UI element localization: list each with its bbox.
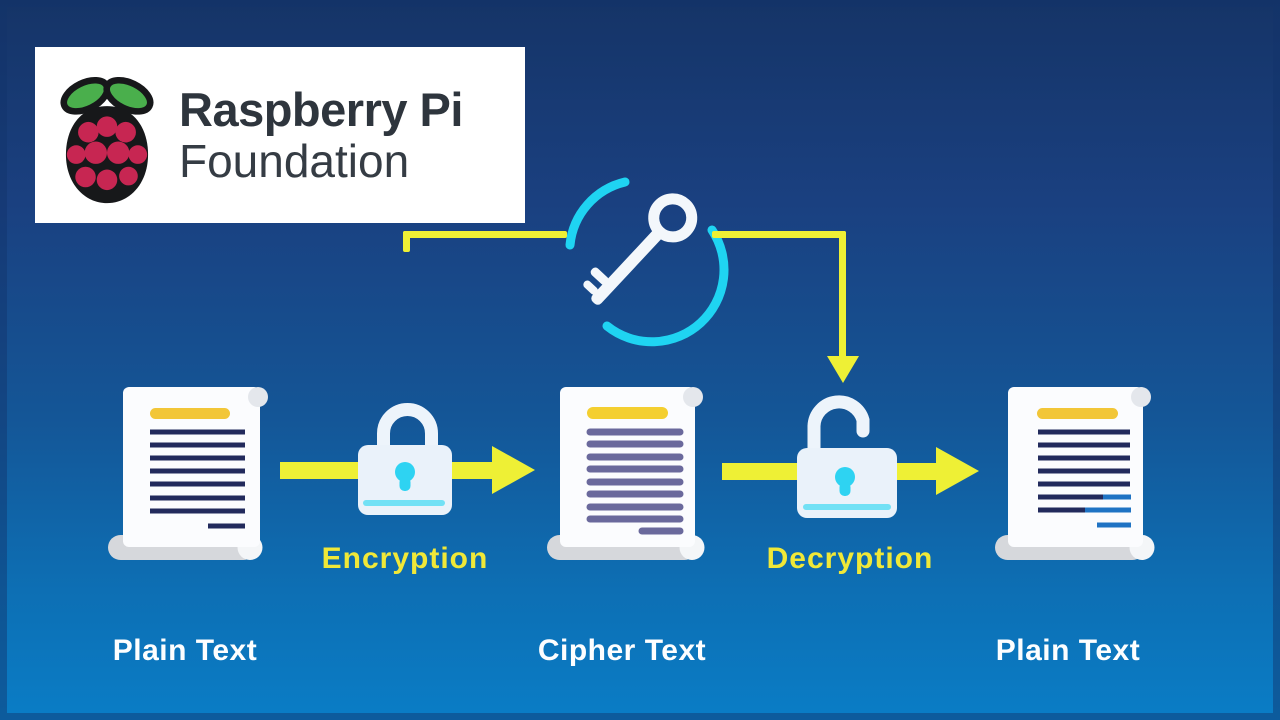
- raspberry-pi-logo-icon: [60, 76, 154, 204]
- raspberry-berry: [65, 106, 149, 204]
- lock-keyhole: [395, 462, 415, 491]
- logo-subtitle: Foundation: [179, 134, 410, 187]
- logo-text-block: Raspberry Pi Foundation: [179, 84, 463, 186]
- cipher-text-document-icon: [547, 387, 705, 560]
- key-connector-right-vertical: [839, 231, 846, 358]
- encryption-key-icon: [565, 177, 729, 347]
- caption-plain-text-right: Plain Text: [995, 634, 1141, 667]
- key-connector-right-line: [712, 231, 846, 238]
- key-arc-bottom-right: [602, 225, 729, 347]
- raspberry-pi-foundation-logo-card: Raspberry Pi Foundation: [35, 47, 525, 223]
- lock-shackle-closed: [377, 403, 438, 451]
- lock-shackle-open: [807, 395, 870, 461]
- caption-cipher-text: Cipher Text: [537, 634, 707, 667]
- decryption-arrow-head: [936, 447, 979, 495]
- caption-plain-text-left: Plain Text: [112, 634, 258, 667]
- encryption-label: Encryption: [321, 542, 489, 575]
- plain-text-document-icon: [108, 387, 268, 560]
- lock-keyhole: [835, 467, 855, 496]
- raspberry-leaves: [60, 76, 154, 115]
- decryption-label: Decryption: [766, 542, 934, 575]
- key-to-decryption-arrowhead: [827, 356, 859, 383]
- encryption-arrow-head: [492, 446, 535, 494]
- key-arc-top-left: [565, 177, 630, 250]
- key-glyph: [583, 193, 698, 305]
- key-connector-left-line: [403, 231, 567, 238]
- open-padlock-icon: [797, 395, 897, 518]
- plain-text-document-icon: [995, 387, 1155, 560]
- key-connector-left-stub: [403, 231, 410, 252]
- logo-title: Raspberry Pi: [179, 82, 463, 136]
- closed-padlock-icon: [358, 403, 452, 515]
